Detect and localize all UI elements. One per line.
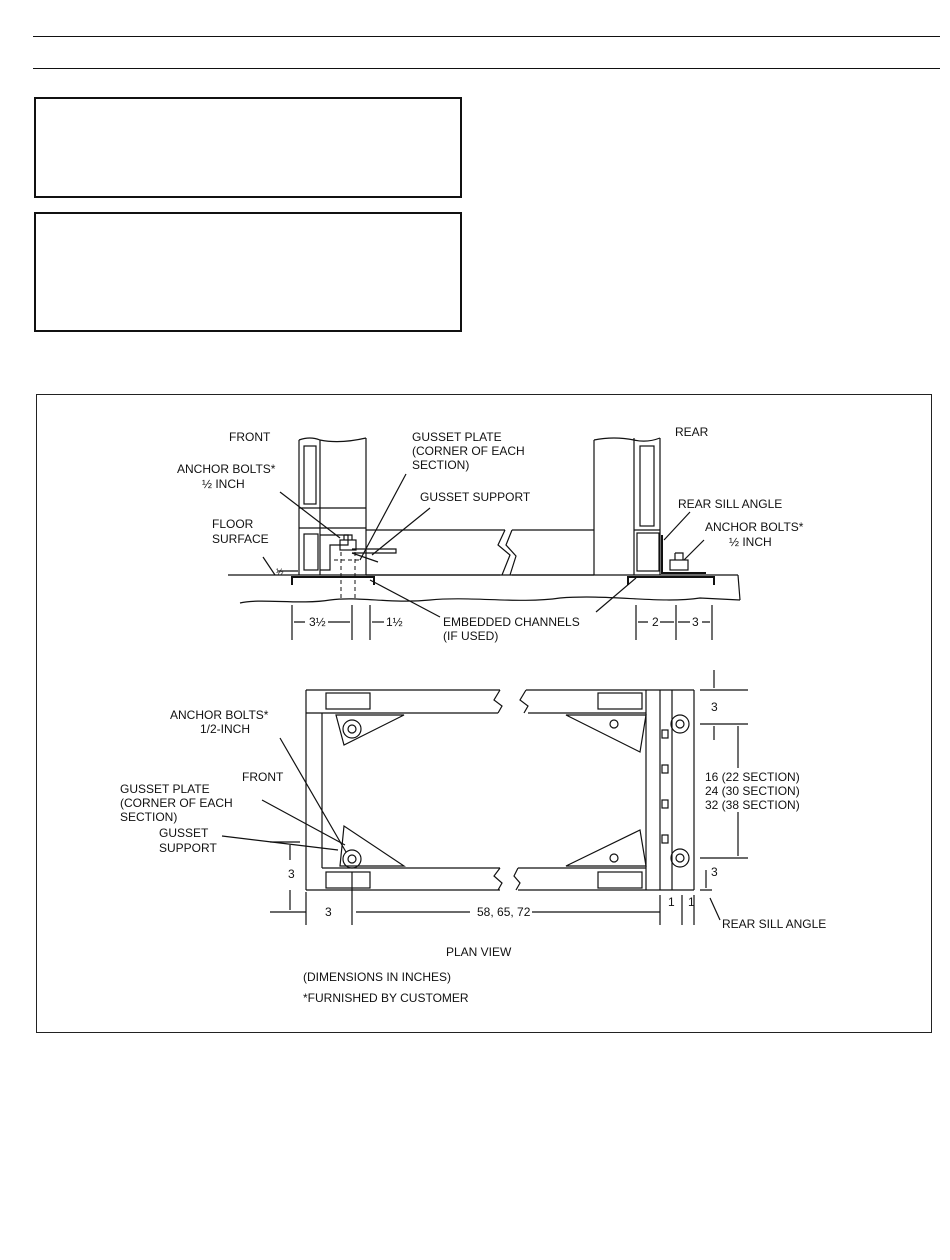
plan-rear-sill-angle-label: REAR SILL ANGLE: [722, 917, 826, 931]
gusset-plate-label-2: (CORNER OF EACH: [412, 444, 525, 458]
rear-sill-angle-label: REAR SILL ANGLE: [678, 497, 782, 511]
embedded-channels-label-1: EMBEDDED CHANNELS: [443, 615, 580, 629]
plan-spacing-line-1: 16 (22 SECTION): [705, 770, 800, 784]
gusset-plate-label-3: SECTION): [412, 458, 469, 472]
anchor-bolts-rear-label-1: ANCHOR BOLTS*: [705, 520, 804, 534]
plan-front-label: FRONT: [242, 770, 284, 784]
anchor-bolts-front-label-2: ½ INCH: [202, 477, 245, 491]
header-rule-bottom: [33, 68, 940, 69]
header-rule-top: [33, 36, 940, 37]
plan-dim-top-3: 3: [711, 700, 718, 714]
floor-surface-label-2: SURFACE: [212, 532, 269, 546]
dim-2: 2: [652, 615, 659, 629]
plan-view-title: PLAN VIEW: [446, 945, 512, 959]
note-furnished: *FURNISHED BY CUSTOMER: [303, 991, 469, 1005]
dim-3: 3: [692, 615, 699, 629]
dim-3-5: 3½: [309, 615, 326, 629]
elevation-view: [228, 437, 741, 640]
plan-anchor-bolts-label-1: ANCHOR BOLTS*: [170, 708, 269, 722]
plan-spacing-line-2: 24 (30 SECTION): [705, 784, 800, 798]
figure-frame: [36, 394, 932, 1033]
plan-dim-1a: 1: [668, 895, 675, 909]
elevation-front-label: FRONT: [229, 430, 271, 444]
plan-dim-1b: 1: [688, 895, 695, 909]
plan-view: [221, 670, 748, 925]
elevation-rear-label: REAR: [675, 425, 709, 439]
plan-dim-bottom-3: 3: [325, 905, 332, 919]
plan-gusset-label-2: SUPPORT: [159, 841, 217, 855]
note-dimensions: (DIMENSIONS IN INCHES): [303, 970, 451, 984]
notice-box-1: [34, 97, 462, 198]
plan-dim-right-3: 3: [711, 865, 718, 879]
gusset-support-label: GUSSET SUPPORT: [420, 490, 531, 504]
embedded-channels-label-2: (IF USED): [443, 629, 498, 643]
plan-dim-width: 58, 65, 72: [477, 905, 531, 919]
plan-dim-left-3: 3: [288, 867, 295, 881]
plan-anchor-bolts-label-2: 1/2-INCH: [200, 722, 250, 736]
gusset-plate-label-1: GUSSET PLATE: [412, 430, 502, 444]
plan-spacing-line-3: 32 (38 SECTION): [705, 798, 800, 812]
floor-surface-label-1: FLOOR: [212, 517, 254, 531]
notice-box-2: [34, 212, 462, 332]
half-inch-mark: ½: [276, 567, 284, 577]
plan-gusset-label-1: GUSSET: [159, 826, 209, 840]
plan-gusset-plate-label-3: SECTION): [120, 810, 177, 824]
dim-1-5: 1½: [386, 615, 403, 629]
anchor-bolts-rear-label-2: ½ INCH: [729, 535, 772, 549]
anchor-bolts-front-label-1: ANCHOR BOLTS*: [177, 462, 276, 476]
plan-gusset-plate-label-1: GUSSET PLATE: [120, 782, 210, 796]
plan-gusset-plate-label-2: (CORNER OF EACH: [120, 796, 233, 810]
